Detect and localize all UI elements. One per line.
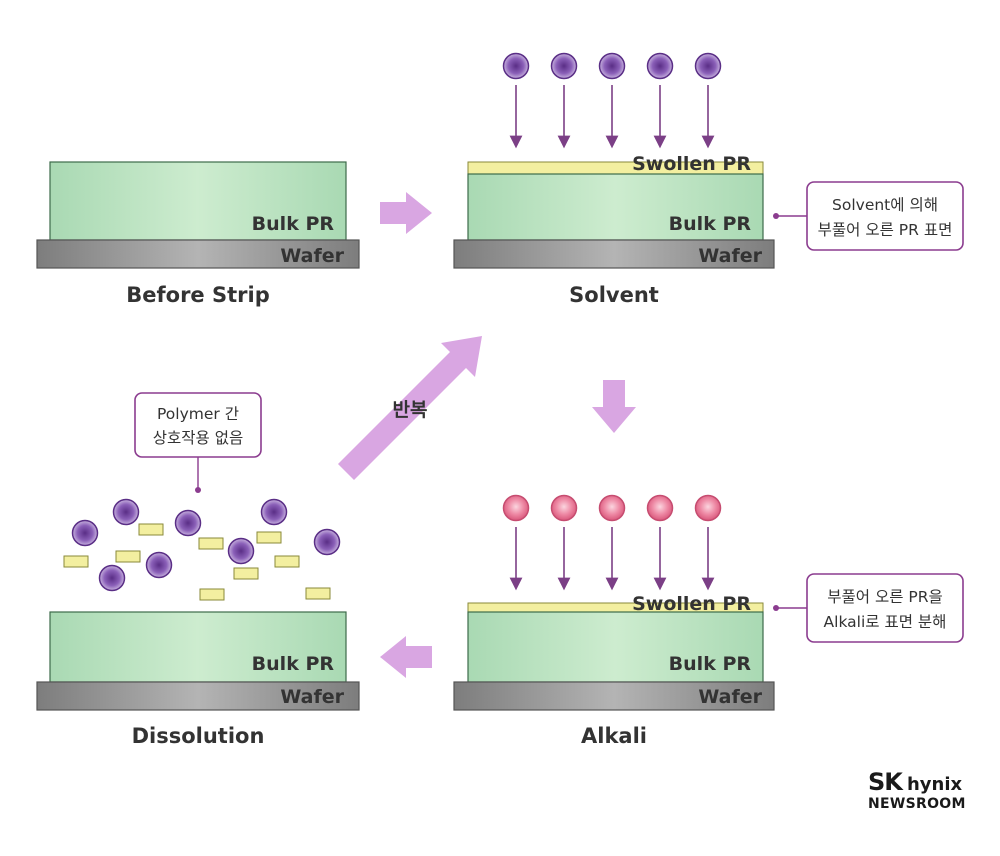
dissolution-solvent-molecules [71, 498, 341, 592]
bulk-pr-layer [467, 173, 764, 241]
solvent-molecules [502, 52, 722, 80]
polymer-fragment [256, 531, 282, 544]
bulk-pr-label: Bulk PR [669, 213, 752, 235]
panel-dissolution: Bulk PR Wafer Dissolution Polymer 간 [36, 392, 360, 748]
flow-arrow-right [380, 192, 432, 234]
solvent-attack-arrows [509, 85, 715, 149]
note-connector-dot [195, 487, 201, 493]
solvent-molecule [71, 519, 99, 547]
alkali-attack-arrows [509, 527, 715, 591]
note-connector-dot [773, 213, 779, 219]
caption-solvent: Solvent [569, 283, 659, 307]
logo-sk: SK [868, 768, 903, 796]
sk-hynix-newsroom-logo: SK hynix NEWSROOM [868, 770, 978, 811]
wafer-label: Wafer [698, 245, 762, 267]
note-text: 상호작용 없음 [153, 429, 244, 447]
note-text: Polymer 간 [157, 405, 239, 423]
wafer-label: Wafer [280, 245, 344, 267]
flow-arrow-down [592, 380, 636, 433]
repeat-arrow [338, 336, 482, 480]
logo-newsroom: NEWSROOM [868, 796, 966, 812]
solvent-molecule [313, 528, 341, 556]
wafer-layer [453, 239, 775, 269]
solvent-molecule [227, 537, 255, 565]
wafer-layer [36, 681, 360, 711]
wafer-label: Wafer [698, 686, 762, 708]
note-connector-dot [773, 605, 779, 611]
note-box [806, 181, 964, 251]
solvent-molecule [550, 52, 578, 80]
solvent-molecule [646, 52, 674, 80]
polymer-fragment [274, 555, 300, 568]
alkali-molecule [598, 494, 626, 522]
wafer-label: Wafer [280, 686, 344, 708]
alkali-molecule [502, 494, 530, 522]
caption-alkali: Alkali [581, 724, 647, 748]
flow-arrow-left [380, 636, 432, 678]
bulk-pr-label: Bulk PR [669, 653, 752, 675]
polymer-fragment [115, 550, 141, 563]
panel-alkali: Swollen PR Bulk PR Wafer Alkali 부풀어 오른 P… [453, 494, 964, 748]
note-text: 부풀어 오른 PR 표면 [818, 221, 953, 239]
repeat-label: 반복 [393, 399, 428, 421]
alkali-molecule [646, 494, 674, 522]
solvent-molecule [98, 564, 126, 592]
alkali-molecule [550, 494, 578, 522]
caption-dissolution: Dissolution [132, 724, 265, 748]
dissolved-polymer-fragments [63, 523, 331, 601]
panel-solvent: Swollen PR Bulk PR Wafer Solvent Solvent… [453, 52, 964, 307]
bulk-pr-layer [467, 611, 764, 683]
polymer-fragment [233, 567, 259, 580]
note-box [134, 392, 262, 458]
alkali-molecules [502, 494, 722, 522]
solvent-molecule [598, 52, 626, 80]
polymer-fragment [138, 523, 164, 536]
solvent-molecule [260, 498, 288, 526]
alkali-molecule [694, 494, 722, 522]
note-text: Alkali로 표면 분해 [824, 613, 947, 631]
logo-hynix: hynix [906, 774, 963, 795]
caption-before-strip: Before Strip [126, 283, 269, 307]
polymer-fragment [199, 588, 225, 601]
solvent-molecule [145, 551, 173, 579]
solvent-molecule [112, 498, 140, 526]
panel-before-strip: Bulk PR Wafer Before Strip [36, 161, 360, 307]
wafer-layer [453, 681, 775, 711]
wafer-layer [36, 239, 360, 269]
swollen-pr-label: Swollen PR [632, 153, 751, 175]
bulk-pr-label: Bulk PR [252, 213, 335, 235]
solvent-molecule [174, 509, 202, 537]
polymer-fragment [305, 587, 331, 600]
bulk-pr-label: Bulk PR [252, 653, 335, 675]
note-box [806, 573, 964, 643]
bulk-pr-layer [49, 161, 347, 241]
solvent-molecule [694, 52, 722, 80]
polymer-fragment [198, 537, 224, 550]
solvent-molecule [502, 52, 530, 80]
note-text: 부풀어 오른 PR을 [827, 588, 943, 606]
note-text: Solvent에 의해 [832, 196, 938, 214]
swollen-pr-label: Swollen PR [632, 593, 751, 615]
polymer-fragment [63, 555, 89, 568]
